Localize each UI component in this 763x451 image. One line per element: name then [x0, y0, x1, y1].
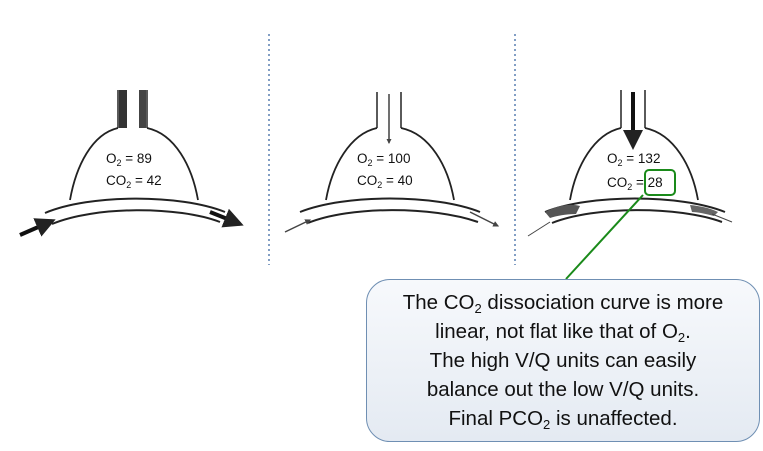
co2-label-2: CO2 = 40: [357, 173, 413, 190]
explanation-callout: The CO2 dissociation curve is more linea…: [366, 279, 760, 442]
blood-flow-in-arrow-2: [285, 220, 310, 232]
alveolus-unit-3: O2 = 132 CO2 = 28: [528, 90, 732, 279]
alveolus-unit-1: O2 = 89 CO2 = 42: [20, 90, 240, 235]
co2-label-3: CO2 = 28: [607, 175, 663, 192]
callout-line-3: The high V/Q units can easily: [430, 346, 697, 375]
blood-flow-in-arrow: [20, 221, 52, 235]
o2-label-1: O2 = 89: [106, 151, 152, 168]
callout-line-5: Final PCO2 is unaffected.: [448, 404, 677, 433]
alveolus-unit-2: O2 = 100 CO2 = 40: [285, 92, 498, 232]
blood-flow-out-arrow-2: [470, 212, 498, 226]
callout-line-2: linear, not flat like that of O2.: [435, 317, 691, 346]
callout-line-1: The CO2 dissociation curve is more: [403, 288, 724, 317]
callout-line-4: balance out the low V/Q units.: [427, 375, 699, 404]
co2-label-1: CO2 = 42: [106, 173, 162, 190]
o2-label-3: O2 = 132: [607, 151, 660, 168]
o2-label-2: O2 = 100: [357, 151, 410, 168]
blood-flow-out-arrow: [210, 212, 240, 224]
